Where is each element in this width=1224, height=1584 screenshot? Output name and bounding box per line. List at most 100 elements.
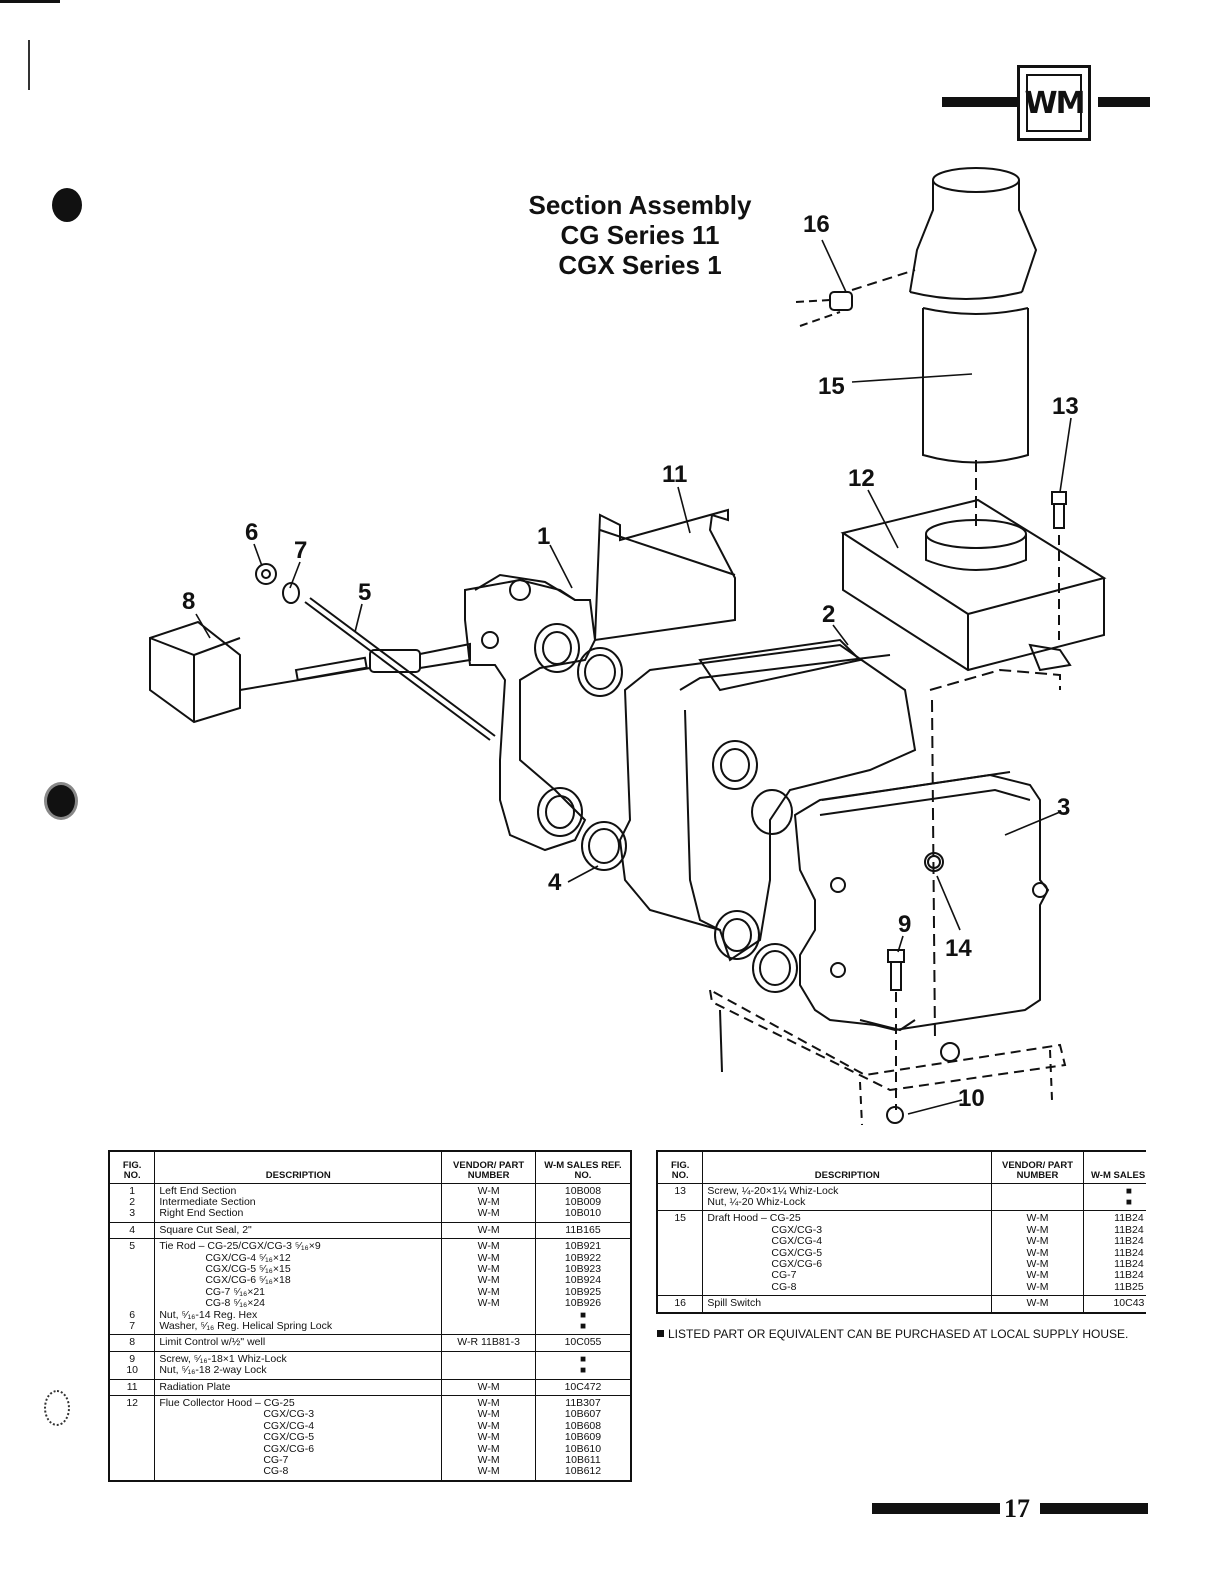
vendor-line: W-M	[477, 1262, 500, 1275]
ref-line: 10B925	[564, 1285, 602, 1298]
radiation-plate-part	[593, 508, 736, 642]
note-text: LISTED PART OR EQUIVALENT CAN BE PURCHAS…	[668, 1327, 1129, 1341]
col-sales-ref: W-M SALES REF. NO.	[534, 1150, 632, 1184]
fig-line: 5	[129, 1240, 136, 1253]
vendor-line: W-M	[1026, 1246, 1049, 1259]
vendor-line: W-M	[1026, 1280, 1049, 1293]
ref-line: 11B24	[1114, 1223, 1144, 1236]
callout-5: 5	[358, 579, 371, 606]
fig-line: 10	[126, 1364, 138, 1377]
fig-line	[114, 1466, 150, 1477]
footer-bar-left	[872, 1503, 1000, 1514]
ref-line: ■	[579, 1353, 587, 1365]
fig-line: 6	[129, 1308, 136, 1321]
ref-line: 10B611	[565, 1454, 601, 1467]
vendor-line: W-M	[477, 1207, 500, 1220]
square-bullet-icon	[657, 1330, 664, 1337]
parts-table-right: FIG. NO. DESCRIPTION VENDOR/ PART NUMBER…	[656, 1150, 1146, 1314]
cell-ref: 11B165	[534, 1221, 632, 1240]
cell-fig: 11	[108, 1378, 156, 1397]
screw-13-part	[1051, 491, 1067, 640]
fig-line	[114, 1298, 150, 1309]
desc-line: CG-7	[263, 1454, 289, 1467]
header-bar-left	[942, 97, 1018, 107]
parts-table-left: FIG. NO. DESCRIPTION VENDOR/ PART NUMBER…	[108, 1150, 632, 1482]
corner-mark	[0, 0, 60, 3]
desc-line: CG-7	[771, 1269, 797, 1282]
desc-line: CGX/CG-3	[771, 1223, 823, 1236]
screw-9-part	[887, 949, 905, 1110]
vendor-line: W-M	[1026, 1212, 1049, 1225]
callout-14: 14	[945, 935, 972, 962]
desc-line: CGX/CG-5 ⁵⁄₁₆×15	[205, 1262, 291, 1275]
fig-line	[662, 1236, 698, 1247]
cell-fig: 8	[108, 1334, 156, 1352]
ref-line: 10B608	[564, 1419, 602, 1432]
title-line-3: CGX Series 1	[558, 250, 722, 280]
col-vendor-part: VENDOR/ PART NUMBER	[441, 1150, 536, 1184]
fig-line: 13	[674, 1184, 687, 1197]
vendor-line	[446, 1365, 531, 1376]
ref-line: 10B922	[564, 1251, 602, 1264]
exploded-diagram: 1 2 3 4 5 6 7 8 9 10 11 12 13 14 15 16	[149, 167, 1107, 1126]
vendor-line: W-M	[477, 1297, 500, 1310]
ref-line: 11B24	[1114, 1257, 1144, 1270]
nut-10-part	[886, 1106, 904, 1124]
ref-line: ■	[579, 1309, 587, 1321]
desc-line: Intermediate Section	[159, 1195, 256, 1208]
vendor-line: W-M	[477, 1442, 500, 1455]
desc-line: CG-8	[263, 1465, 289, 1478]
callout-16: 16	[803, 211, 830, 238]
desc-line: Right End Section	[159, 1207, 244, 1220]
cell-vendor	[441, 1350, 536, 1380]
fig-line: 11	[126, 1380, 138, 1393]
fig-line: 12	[126, 1397, 138, 1409]
fig-line: 3	[129, 1207, 136, 1220]
cell-vendor: W-M	[441, 1378, 536, 1397]
callout-3: 3	[1057, 794, 1070, 821]
desc-line: CG-7 ⁵⁄₁₆×21	[205, 1285, 266, 1298]
ref-line: 10B924	[564, 1274, 602, 1287]
cell-ref: 10C472	[534, 1378, 632, 1397]
desc-line: CGX/CG-4 ⁵⁄₁₆×12	[205, 1251, 291, 1264]
vendor-line: W-M	[477, 1380, 500, 1393]
ref-line: 10B009	[564, 1195, 602, 1208]
spill-switch-part	[795, 269, 916, 327]
vendor-line: W-M	[477, 1431, 500, 1444]
fig-line: 16	[674, 1297, 687, 1310]
draft-hood-part	[909, 167, 1038, 464]
vendor-line: W-M	[477, 1240, 500, 1253]
cell-fig: 4	[108, 1221, 156, 1240]
desc-line: CGX/CG-4	[263, 1419, 315, 1432]
seal-part	[577, 647, 798, 993]
cell-vendor: W-M	[991, 1295, 1084, 1314]
right-end-section-part	[793, 771, 1050, 1032]
fig-line	[662, 1282, 698, 1293]
desc-line: Nut, ⁵⁄₁₆-14 Reg. Hex	[159, 1308, 258, 1321]
col-description: DESCRIPTION	[702, 1150, 993, 1184]
col-description: DESCRIPTION	[154, 1150, 443, 1184]
ref-line: 11B24	[1114, 1235, 1144, 1248]
vendor-line: W-M	[477, 1408, 500, 1421]
ref-line: ■	[1125, 1196, 1132, 1208]
fig-line: 1	[129, 1184, 136, 1197]
col-fig-no: FIG. NO.	[656, 1150, 704, 1184]
left-end-section-part	[464, 573, 597, 852]
desc-line: Tie Rod – CG-25/CGX/CG-3 ⁵⁄₁₆×9	[159, 1240, 321, 1253]
vendor-line: W-M	[477, 1397, 500, 1409]
cell-desc: Square Cut Seal, 2"	[154, 1221, 443, 1240]
fig-line: 7	[129, 1319, 136, 1332]
callout-1: 1	[537, 523, 550, 550]
